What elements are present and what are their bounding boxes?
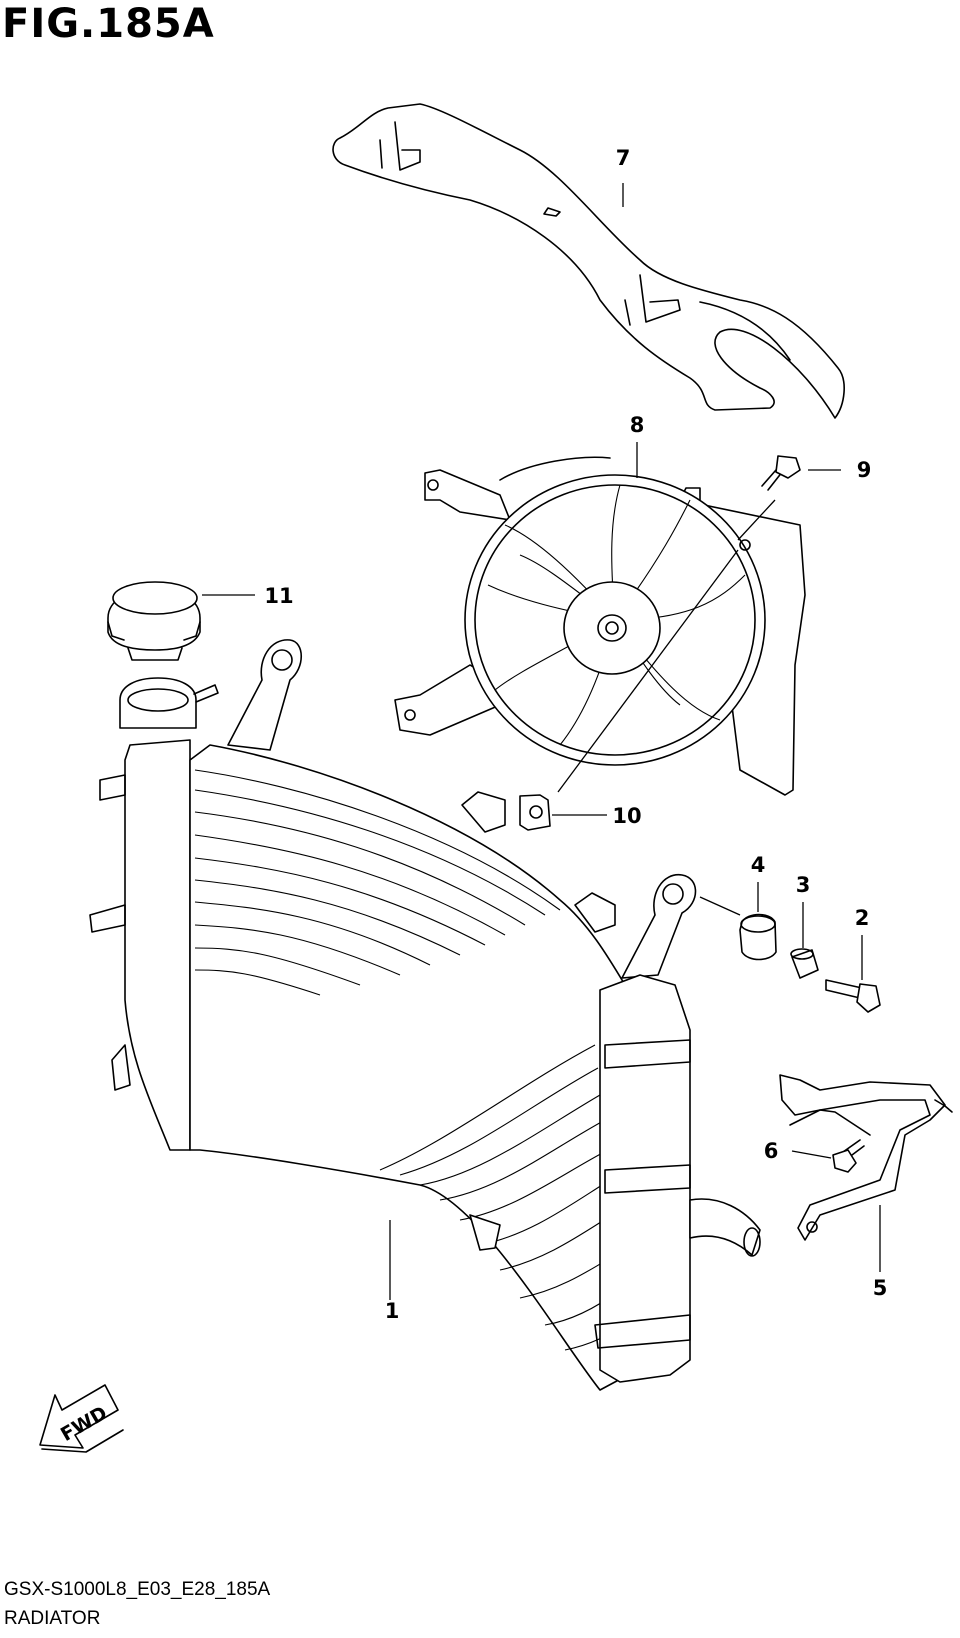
nut-part-10 [519, 794, 551, 831]
figure-title: FIG.185A [2, 1, 215, 47]
callout-9: 9 [857, 458, 872, 482]
bolt-part-6 [832, 1139, 865, 1173]
callout-1: 1 [385, 1299, 400, 1323]
fan-part-8 [394, 456, 806, 796]
callout-8: 8 [630, 413, 645, 437]
bracket-part-5 [779, 1074, 953, 1241]
bolt-part-9 [761, 455, 801, 491]
radiator-fins [194, 769, 623, 1351]
callout-4: 4 [751, 853, 766, 877]
callout-11: 11 [264, 584, 293, 608]
grommet-part-4 [739, 913, 777, 961]
bolt-part-2 [825, 979, 881, 1013]
figure-name: RADIATOR [4, 1608, 101, 1629]
radiator-part-1 [89, 639, 761, 1391]
fwd-arrow-icon: FWD [39, 1384, 124, 1453]
callout-2: 2 [855, 906, 870, 930]
collar-part-3 [790, 948, 819, 979]
figure-code: GSX-S1000L8_E03_E28_185A [4, 1579, 271, 1600]
callout-10: 10 [612, 804, 641, 828]
callout-6: 6 [764, 1139, 779, 1163]
leader-lines [202, 183, 881, 1300]
callout-3: 3 [796, 873, 811, 897]
callout-5: 5 [873, 1276, 888, 1300]
cap-part-11 [107, 581, 201, 661]
shroud-part-7 [332, 103, 845, 419]
callout-7: 7 [616, 146, 631, 170]
